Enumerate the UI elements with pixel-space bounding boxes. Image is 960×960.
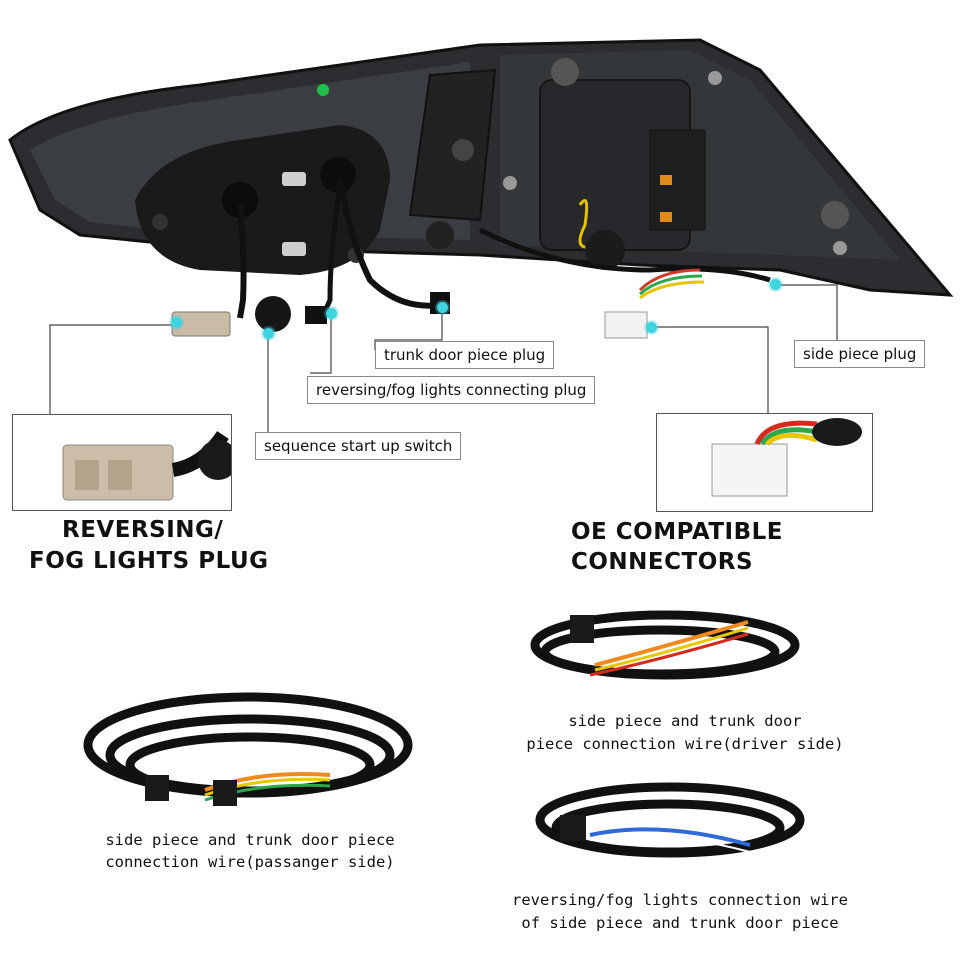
callout-dot-oe-connector [646,322,657,333]
callout-dot-side-plug [770,279,781,290]
callout-dot-fog-connecting [326,308,337,319]
callout-dot-sequence-switch [263,328,274,339]
reversing-fog-plug-label: reversing/fog lights connecting plug [307,376,596,404]
oe-compatible-heading: OE COMPATIBLE CONNECTORS [571,519,783,575]
driver-caption-line2: piece connection wire(driver side) [526,735,844,753]
side-piece-plug-label: side piece plug [794,340,926,368]
oe-connector-inset [656,413,873,512]
trunk-door-plug-label: trunk door piece plug [375,341,555,369]
reversing-plug-inset [12,414,232,511]
callout-dot-reversing-plug [171,317,182,328]
passenger-caption-line1: side piece and trunk door piece [105,831,395,849]
passenger-caption-line2: connection wire(passanger side) [105,853,395,871]
reverse-caption-line1: reversing/fog lights connection wire [512,891,848,909]
sequence-switch-label: sequence start up switch [255,432,462,460]
reversing-heading-line1: REVERSING/ [62,517,224,543]
driver-caption-line1: side piece and trunk door [568,712,802,730]
callout-dot-trunk-plug [437,302,448,313]
reversing-heading-line2: FOG LIGHTS PLUG [29,548,269,574]
reverse-caption-line2: of side piece and trunk door piece [521,914,839,932]
